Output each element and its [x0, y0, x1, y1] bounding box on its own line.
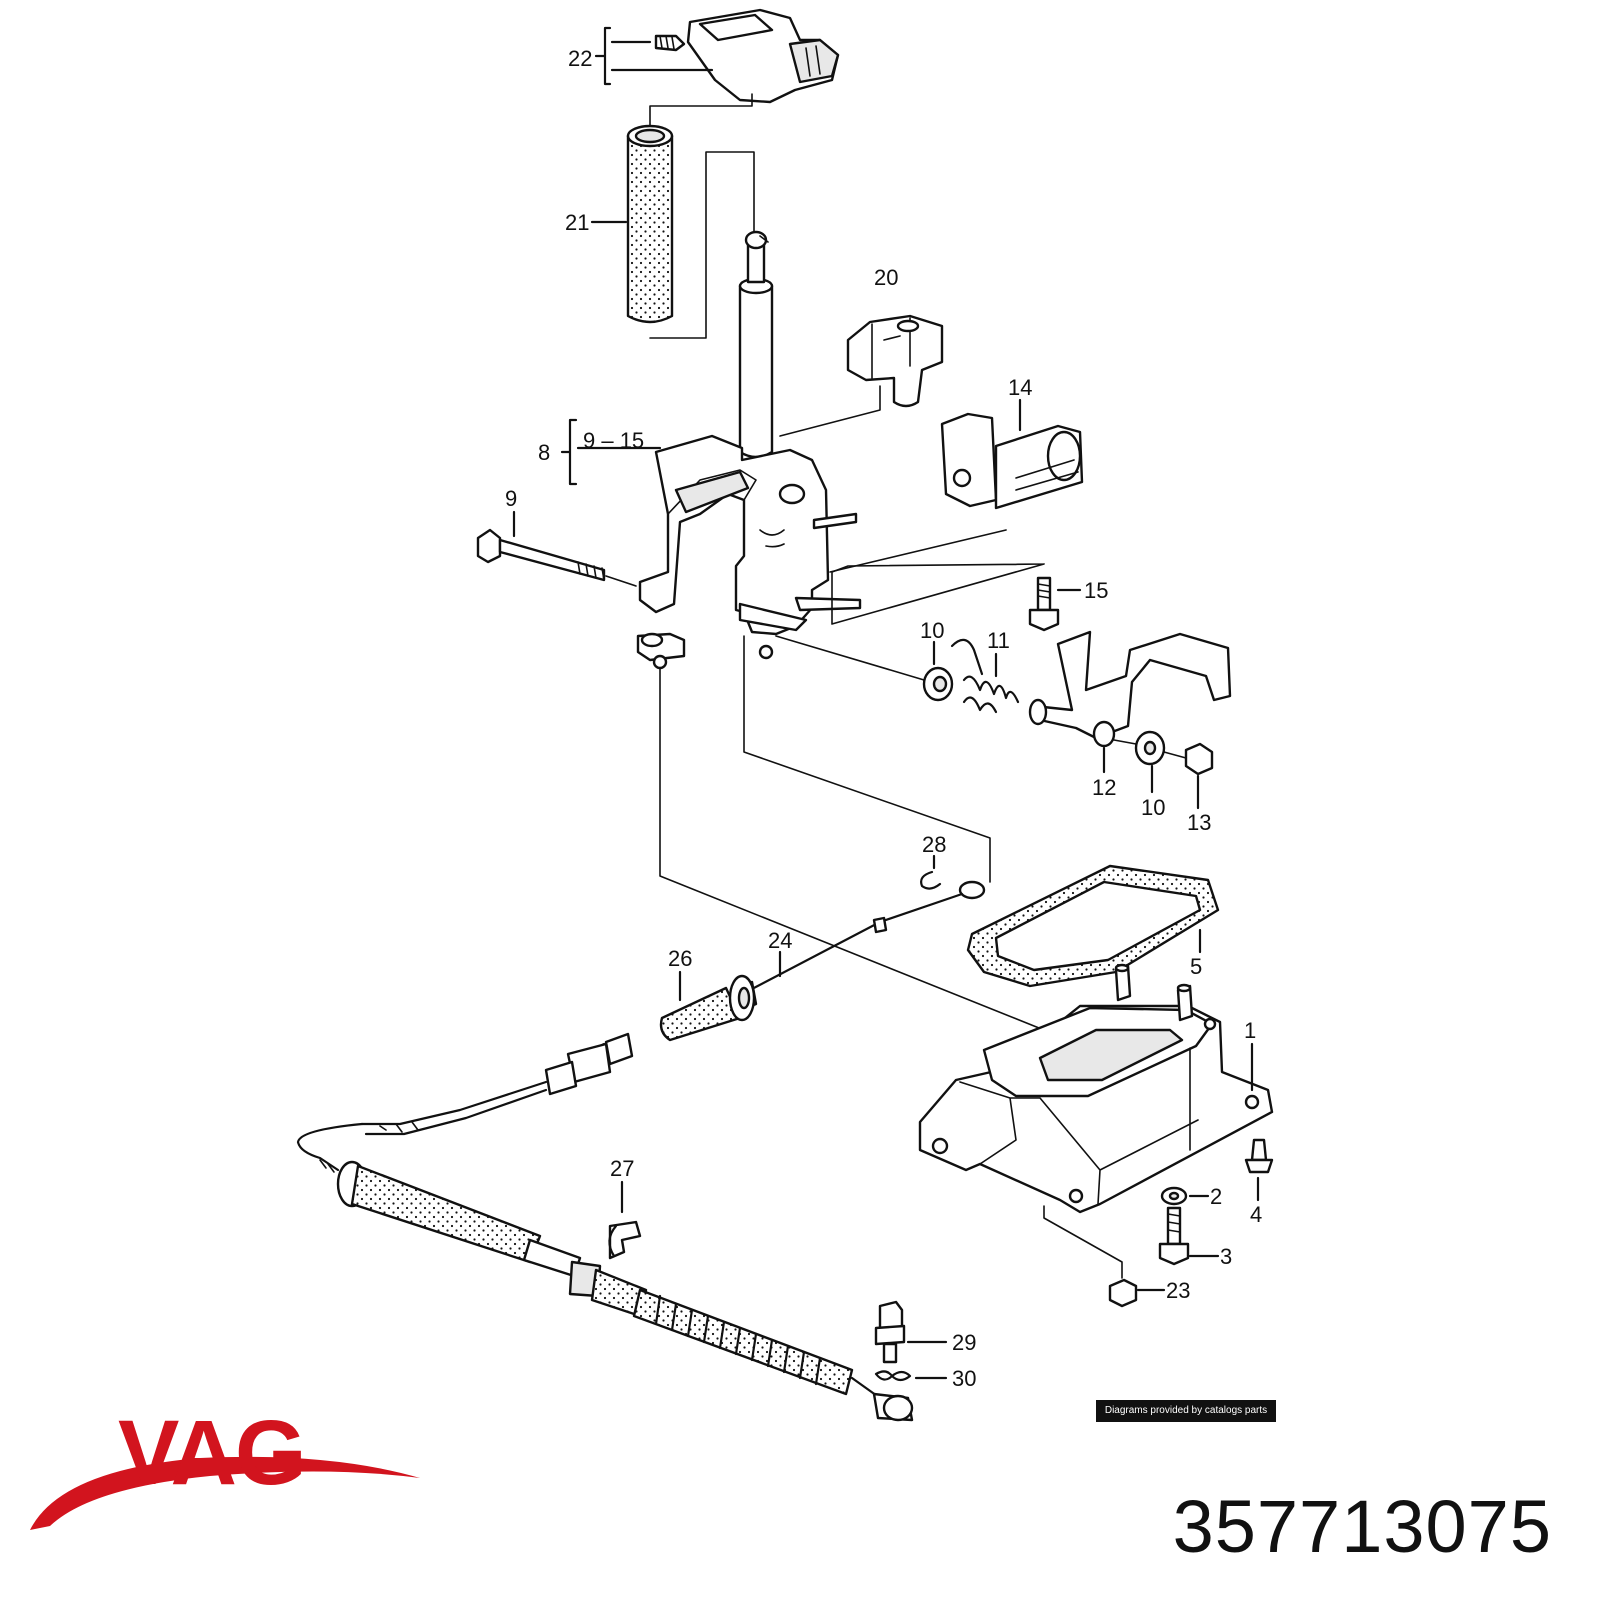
assembly-line-14	[829, 529, 1007, 573]
part-15-bolt	[1028, 576, 1060, 632]
svg-text:24: 24	[768, 928, 792, 953]
assembly-line-23	[1043, 1205, 1123, 1279]
callout-20: 20	[874, 265, 898, 290]
part-10-washer-right	[1134, 730, 1166, 766]
part-24-selector-cable	[296, 880, 986, 1173]
callout-1: 1	[1244, 1018, 1256, 1092]
callout-14: 14	[1008, 375, 1032, 432]
part-3-bolt	[1158, 1206, 1190, 1266]
svg-text:9: 9	[505, 486, 517, 511]
svg-text:14: 14	[1008, 375, 1032, 400]
callout-8: 8 9 – 15	[538, 418, 662, 486]
part-8-selector-bracket	[636, 434, 862, 670]
part-26-cable-boot	[659, 974, 756, 1042]
callout-15: 15	[1056, 578, 1108, 603]
svg-text:27: 27	[610, 1156, 634, 1181]
part-20-selector-piece	[846, 314, 944, 408]
svg-text:30: 30	[952, 1366, 976, 1391]
part-number: 357713075	[1172, 1485, 1552, 1568]
svg-text:26: 26	[668, 946, 692, 971]
svg-text:12: 12	[1092, 775, 1116, 800]
svg-text:13: 13	[1187, 810, 1211, 835]
assembly-line-15	[831, 563, 1045, 625]
assembly-line-21	[649, 151, 755, 339]
part-30-circlip	[874, 1370, 912, 1382]
svg-text:11: 11	[987, 628, 1010, 653]
assembly-line-10	[775, 635, 925, 681]
part-29-ball-stud	[874, 1300, 906, 1364]
assembly-line-bracket-cable	[659, 667, 1045, 1031]
part-14-solenoid	[940, 412, 1084, 510]
callout-5: 5	[1190, 928, 1202, 979]
part-24-cable-lower	[336, 1160, 914, 1422]
svg-text:21: 21	[565, 210, 589, 235]
svg-text:29: 29	[952, 1330, 976, 1355]
svg-text:8: 8	[538, 440, 550, 465]
part-4-push-rivet	[1244, 1138, 1274, 1174]
part-13-nut	[1184, 742, 1214, 776]
svg-text:10: 10	[920, 618, 944, 643]
assembly-line-12	[1113, 739, 1187, 759]
callout-9: 9	[505, 486, 517, 538]
svg-text:2: 2	[1210, 1184, 1222, 1209]
svg-text:5: 5	[1190, 954, 1202, 979]
callout-24-26: 24 26	[668, 928, 792, 1002]
callout-21: 21	[565, 210, 628, 235]
svg-text:1: 1	[1244, 1018, 1256, 1043]
shift-lever-shaft	[738, 230, 774, 459]
part-1-selector-housing	[918, 963, 1274, 1214]
part-21-gaiter-sleeve	[626, 124, 674, 324]
svg-text:23: 23	[1166, 1278, 1190, 1303]
svg-text:28: 28	[922, 832, 946, 857]
part-5-gasket	[966, 864, 1220, 988]
part-23-nut	[1108, 1278, 1138, 1308]
vag-logo: VAG	[30, 1402, 420, 1530]
callout-28: 28	[922, 832, 946, 870]
callout-2-3-4-23: 2 3 4 23	[1136, 1176, 1262, 1303]
part-11-spring	[950, 638, 1020, 714]
assembly-line-bracket-28	[743, 635, 991, 883]
part-27-retaining-clip	[608, 1220, 642, 1260]
callout-27: 27	[610, 1156, 634, 1214]
assembly-line-22	[649, 93, 753, 127]
part-9-bolt	[476, 528, 637, 587]
part-22-shift-knob	[654, 8, 840, 104]
vag-logo-text: VAG	[118, 1402, 305, 1504]
diagram-credit: Diagrams provided by catalogs parts	[1096, 1400, 1276, 1422]
svg-text:9 – 15: 9 – 15	[583, 428, 644, 453]
part-10-washer-left	[922, 666, 954, 702]
svg-text:15: 15	[1084, 578, 1108, 603]
svg-text:20: 20	[874, 265, 898, 290]
part-28-clip	[920, 870, 942, 890]
part-12-detent-lever	[1028, 630, 1232, 748]
callout-29-30: 29 30	[906, 1330, 976, 1391]
svg-text:3: 3	[1220, 1244, 1232, 1269]
callout-10-11-12-13: 10 11 12 10 13	[920, 618, 1211, 835]
svg-text:4: 4	[1250, 1202, 1262, 1227]
part-2-washer	[1160, 1186, 1188, 1206]
svg-text:10: 10	[1141, 795, 1165, 820]
assembly-line-20	[779, 385, 881, 437]
label-22: 22	[568, 46, 592, 71]
callout-22: 22	[568, 26, 714, 86]
